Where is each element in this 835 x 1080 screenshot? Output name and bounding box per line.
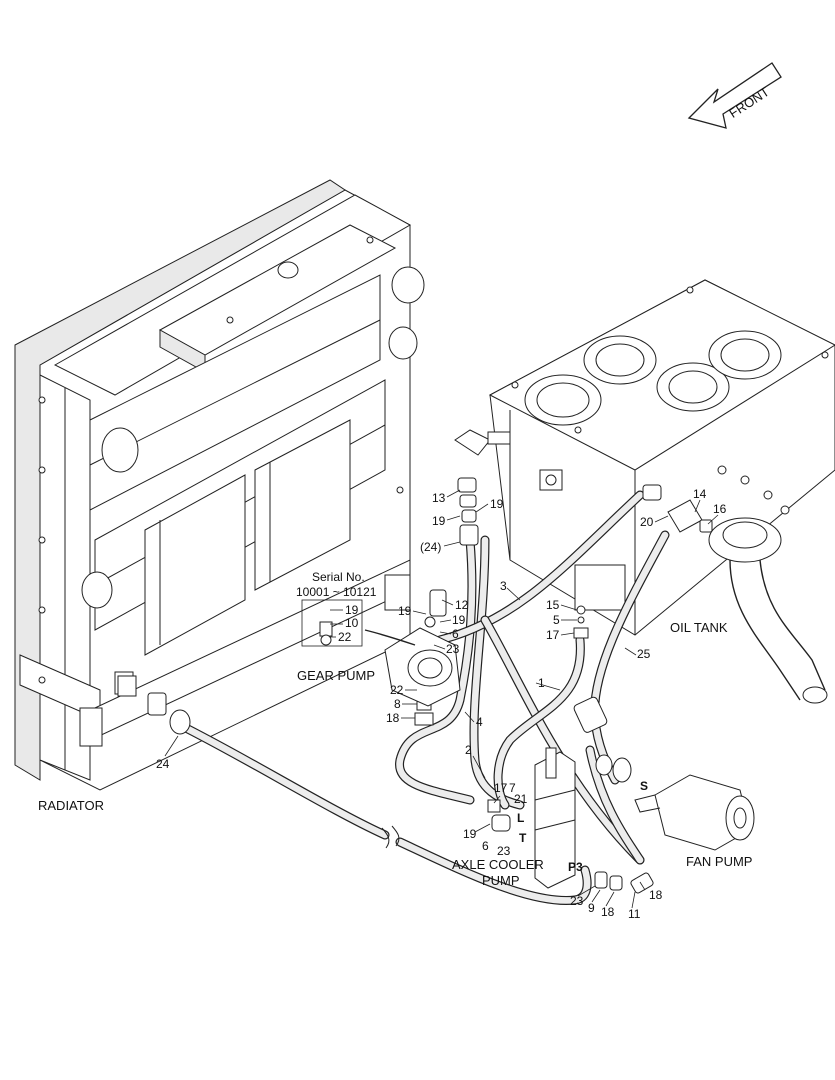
- callout-23b: 23: [497, 844, 511, 858]
- callout-12: 12: [455, 598, 469, 612]
- callout-2: 2: [465, 743, 472, 757]
- callout-13: 13: [432, 491, 446, 505]
- callout-21: 21: [514, 792, 528, 806]
- callout-19e: 19: [463, 827, 477, 841]
- callout-15: 15: [546, 598, 560, 612]
- radiator-illustration: [14, 179, 425, 791]
- serial-range: 10001 ~ 10121: [296, 585, 377, 599]
- radiator-label: RADIATOR: [38, 798, 104, 813]
- callout-19b: 19: [432, 514, 446, 528]
- port-t: T: [519, 831, 527, 845]
- callout-16: 16: [713, 502, 727, 516]
- serial-item-19: 19: [345, 603, 359, 617]
- callout-24b: 24: [156, 757, 170, 771]
- port-l: L: [517, 811, 524, 825]
- front-direction-arrow: FRONT: [687, 62, 782, 129]
- callout-17b: 17: [494, 781, 508, 795]
- serial-item-10: 10: [345, 616, 359, 630]
- axle-cooler-pump-illustration: [534, 747, 576, 889]
- callout-19a: 19: [490, 497, 504, 511]
- callout-1: 1: [538, 676, 545, 690]
- serial-item-22: 22: [338, 630, 352, 644]
- hoses: [175, 490, 670, 905]
- callout-7: 7: [509, 781, 516, 795]
- callout-18a: 18: [386, 711, 400, 725]
- axle-cooler-pump-label: PUMP: [482, 873, 520, 888]
- leader-lines: [164, 489, 719, 909]
- callout-20: 20: [640, 515, 654, 529]
- callout-18b: 18: [649, 888, 663, 902]
- fan-pump-label: FAN PUMP: [686, 854, 752, 869]
- callout-23c: 23: [570, 894, 584, 908]
- port-s: S: [640, 779, 648, 793]
- callouts: 13 19 19 (24) 3 14 20 16 15 5 17 25 19 1…: [156, 487, 727, 921]
- callout-4: 4: [476, 715, 483, 729]
- fan-pump-illustration: [634, 774, 755, 851]
- gear-pump-label: GEAR PUMP: [297, 668, 375, 683]
- oil-tank-illustration: [488, 279, 835, 704]
- callout-23a: 23: [446, 642, 460, 656]
- callout-8: 8: [394, 697, 401, 711]
- serial-box: [301, 599, 363, 647]
- callout-3: 3: [500, 579, 507, 593]
- callout-9: 9: [588, 901, 595, 915]
- callout-22: 22: [390, 683, 404, 697]
- callout-14: 14: [693, 487, 707, 501]
- callout-6b: 6: [482, 839, 489, 853]
- callout-19c: 19: [398, 604, 412, 618]
- callout-24a: (24): [420, 540, 441, 554]
- callout-17a: 17: [546, 628, 560, 642]
- serial-title: Serial No.: [312, 570, 365, 584]
- fittings: [319, 429, 713, 894]
- callout-25: 25: [637, 647, 651, 661]
- axle-cooler-label: AXLE COOLER: [452, 857, 544, 872]
- callout-5: 5: [553, 613, 560, 627]
- callout-19d: 19: [452, 613, 466, 627]
- radiator-outlet-fitting: [117, 675, 191, 735]
- callout-6a: 6: [452, 627, 459, 641]
- port-p3: P3: [568, 860, 583, 874]
- callout-18c: 18: [601, 905, 615, 919]
- callout-11: 11: [628, 907, 641, 921]
- oil-tank-label: OIL TANK: [670, 620, 728, 635]
